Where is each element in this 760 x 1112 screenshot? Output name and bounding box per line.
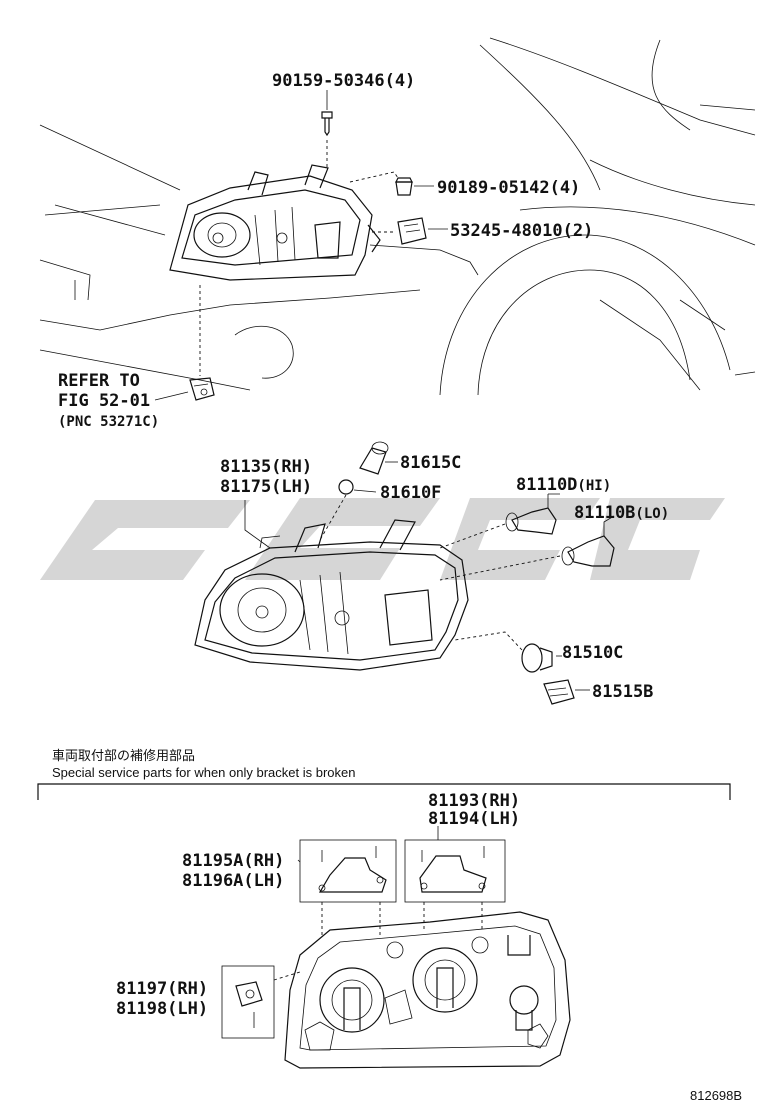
- leader-turn: [454, 631, 523, 651]
- label-unit-rh: 81135(RH): [220, 457, 312, 477]
- label-lo-bulb: 81110B(LO): [574, 503, 669, 523]
- service-bracket-frame: [37, 783, 731, 800]
- clip-icon: [395, 177, 434, 196]
- label-bracket-top-lh: 81194(LH): [428, 809, 520, 829]
- label-turn-bulb: 81510C: [562, 643, 623, 663]
- turn-socket-icon: [543, 679, 590, 705]
- label-clip: 90189-05142(4): [437, 178, 580, 198]
- label-small-bulb: 81615C: [400, 453, 461, 473]
- headlamp-rear-housing: [284, 911, 571, 1069]
- screw-icon: [321, 90, 333, 137]
- refer-bracket-icon: [189, 377, 215, 401]
- label-bracket-side-lh: 81198(LH): [116, 999, 208, 1019]
- label-small-socket: 81610F: [380, 483, 441, 503]
- headlamp-unit: [194, 519, 469, 671]
- installed-headlamp: [169, 164, 381, 281]
- label-bracket-top-rh: 81193(RH): [428, 791, 520, 811]
- note-japanese: 車両取付部の補修用部品: [52, 748, 195, 763]
- refer-line2: FIG 52-01: [58, 391, 150, 411]
- leader-clip: [349, 171, 399, 183]
- bracket-panel-top: [404, 839, 506, 903]
- lo-beam-bulb-icon: [561, 515, 615, 567]
- note-english: Special service parts for when only brac…: [52, 765, 355, 780]
- leader-lo: [439, 555, 561, 581]
- small-socket-icon: [338, 479, 377, 495]
- label-turn-socket: 81515B: [592, 682, 653, 702]
- leader-bracket-side: [273, 971, 301, 981]
- bracket-panel-side: [221, 965, 275, 1039]
- retainer-icon: [397, 217, 448, 245]
- hi-beam-bulb-icon: [505, 493, 560, 535]
- label-retainer: 53245-48010(2): [450, 221, 593, 241]
- label-screw: 90159-50346(4): [272, 71, 415, 91]
- leader-refer-text: [154, 391, 189, 401]
- leader-unit: [244, 500, 271, 549]
- watermark-logo: [40, 498, 725, 580]
- figure-id: 812698B: [690, 1088, 742, 1103]
- car-body-outline: [39, 37, 756, 396]
- refer-line3: (PNC 53271C): [58, 414, 159, 430]
- label-bracket-side-rh: 81197(RH): [116, 979, 208, 999]
- leader-bracket-inner: [297, 859, 301, 863]
- label-bracket-inner-lh: 81196A(LH): [182, 871, 284, 891]
- leader-small-bulb: [319, 494, 347, 541]
- refer-line1: REFER TO: [58, 371, 140, 391]
- small-bulb-icon: [359, 441, 398, 475]
- turn-bulb-icon: [521, 643, 562, 673]
- label-hi-bulb: 81110D(HI): [516, 475, 611, 495]
- bracket-panel-inner: [299, 839, 397, 903]
- label-unit-lh: 81175(LH): [220, 477, 312, 497]
- label-bracket-inner-rh: 81195A(RH): [182, 851, 284, 871]
